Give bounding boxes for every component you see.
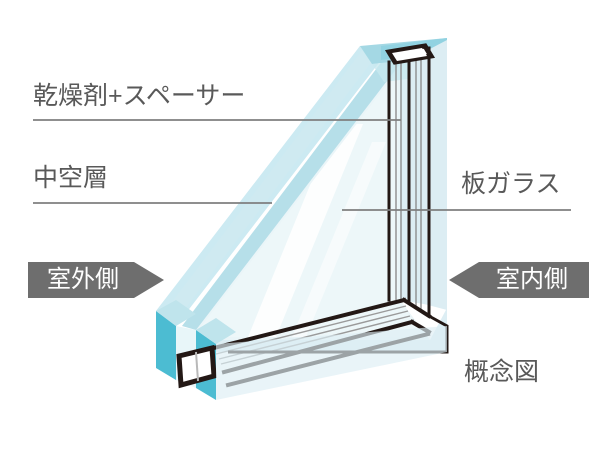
arrow-right-icon	[134, 262, 164, 298]
label-desiccant-spacer: 乾燥剤+スペーサー	[33, 82, 246, 110]
glass-highlight-stripes	[248, 124, 386, 337]
bottom-front-face	[216, 326, 447, 400]
pane-edge-outlines	[387, 46, 431, 318]
spacer-opening-top-inner	[392, 48, 427, 61]
spacer-tube-opening-bottom	[176, 344, 217, 389]
label-cavity: 中空層	[33, 164, 109, 192]
badge-inside-label: 室内側	[479, 262, 589, 298]
pane-edge-thin-outlines	[395, 52, 422, 310]
outer-pane-band-b	[182, 56, 400, 330]
outer-pane-band-a	[160, 48, 382, 318]
badge-outside-label: 室外側	[28, 262, 134, 298]
label-glass-pane: 板ガラス	[461, 170, 561, 198]
arrow-left-icon	[449, 262, 479, 298]
badge-inside: 室内側	[449, 262, 589, 298]
spacer-tube-opening-top	[384, 43, 436, 65]
edge-cap-inner-left-top	[196, 318, 236, 344]
edge-cap-outer-left	[156, 311, 176, 380]
badge-outside: 室外側	[28, 262, 164, 298]
leader-lines	[33, 119, 571, 211]
caption-conceptual-diagram: 概念図	[464, 358, 540, 386]
edge-cap-outer-left-top	[156, 300, 196, 326]
